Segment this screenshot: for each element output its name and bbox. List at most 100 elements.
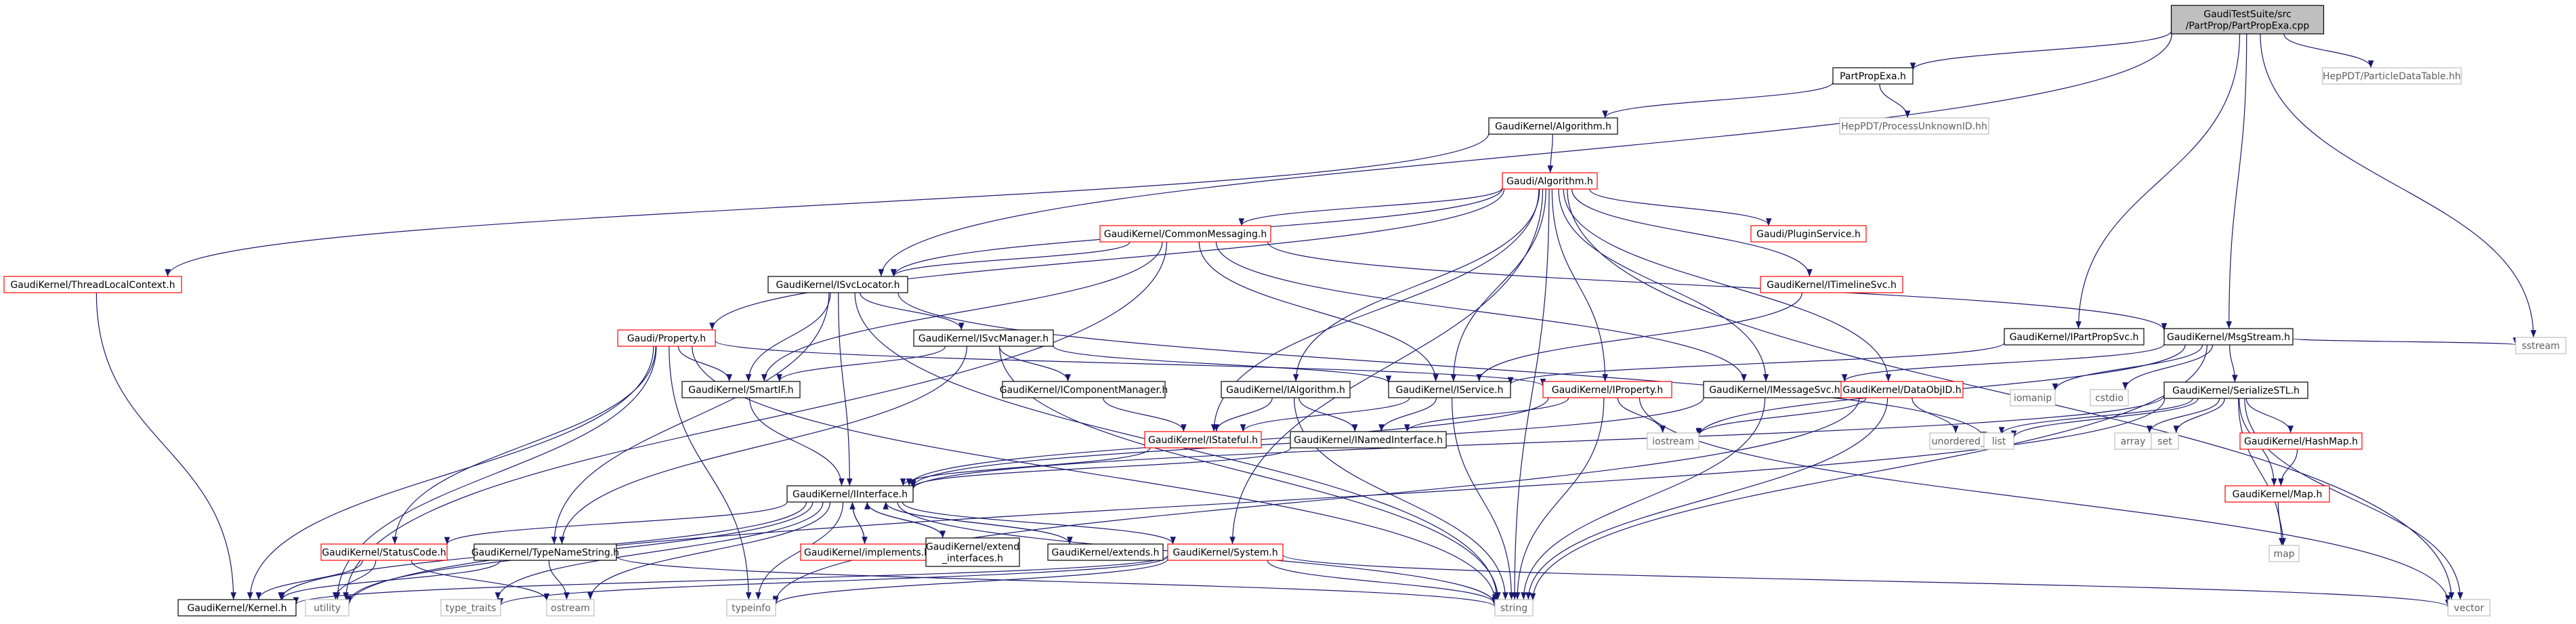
edge-isvclocator_h-to-isvcmanager_h — [860, 292, 965, 331]
node-ostream[interactable]: ostream — [546, 599, 595, 617]
node-statuscode_h[interactable]: GaudiKernel/StatusCode.h — [320, 543, 448, 561]
node-box-msgstream_h — [2163, 328, 2294, 346]
node-label-iostream: iostream — [1652, 436, 1694, 447]
node-box-type_traits — [440, 599, 501, 617]
node-array[interactable]: array — [2114, 432, 2152, 450]
node-label-string: string — [1500, 603, 1527, 614]
node-label-statuscode_h: GaudiKernel/StatusCode.h — [322, 547, 446, 558]
node-ialgorithm_h[interactable]: GaudiKernel/IAlgorithm.h — [1221, 381, 1351, 398]
node-iomanip[interactable]: iomanip — [2010, 389, 2056, 407]
edge-ipartpropsvc_h-to-iservice_h — [1507, 342, 2005, 385]
node-serializestl_h[interactable]: GaudiKernel/SerializeSTL.h — [2163, 381, 2308, 399]
node-isvclocator_h[interactable]: GaudiKernel/ISvcLocator.h — [767, 276, 908, 293]
node-map[interactable]: map — [2268, 545, 2300, 562]
node-utility[interactable]: utility — [305, 599, 350, 617]
node-iservice_h[interactable]: GaudiKernel/IService.h — [1388, 381, 1511, 398]
node-hashmap_h[interactable]: GaudiKernel/HashMap.h — [2239, 432, 2363, 450]
edge-interface_h-to-statuscode_h — [444, 501, 788, 545]
node-dataobjid_h[interactable]: GaudiKernel/DataObjID.h — [1840, 381, 1964, 398]
node-box-typeinfo — [726, 599, 776, 617]
node-label-gaudi_algorithm_h: Gaudi/Algorithm.h — [1506, 176, 1593, 187]
node-sstream[interactable]: sstream — [2515, 337, 2567, 354]
edge-map_h-to-map — [2277, 501, 2286, 546]
node-gaudi_algorithm_h[interactable]: Gaudi/Algorithm.h — [1502, 172, 1598, 190]
node-pluginservice_h[interactable]: Gaudi/PluginService.h — [1750, 225, 1867, 243]
node-vector[interactable]: vector — [2447, 599, 2491, 617]
node-label-istateful_h: GaudiKernel/IStateful.h — [1148, 435, 1258, 446]
edge-dataobjid_h-to-string — [1525, 397, 1888, 600]
node-imessagesvc_h[interactable]: GaudiKernel/IMessageSvc.h — [1703, 381, 1846, 398]
node-box-itimelinesvc_h — [1760, 276, 1903, 293]
node-gaudi_property_h[interactable]: Gaudi/Property.h — [617, 329, 716, 347]
edge-isvclocator_h-to-interface_h — [838, 292, 853, 486]
node-label-msgstream_h: GaudiKernel/MsgStream.h — [2167, 332, 2290, 343]
node-smartif_h[interactable]: GaudiKernel/SmartIF.h — [681, 381, 801, 398]
edge-gaudi_algorithm_h-to-string — [1511, 188, 1550, 600]
node-label-extend_interfaces_h-0: GaudiKernel/extend — [926, 542, 1019, 553]
edge-isvcmanager_h-to-icomponentmanager_h — [998, 346, 1071, 382]
node-processunknownid_h[interactable]: HepPDT/ProcessUnknownID.hh — [1839, 117, 1989, 135]
node-implements_h[interactable]: GaudiKernel/implements.h — [800, 543, 934, 561]
node-ipartpropsvc_h[interactable]: GaudiKernel/IPartPropSvc.h — [2004, 328, 2145, 346]
node-box-typenamestring_h — [473, 543, 617, 561]
edge-partpropexa_h-to-gk_algorithm_h — [1602, 81, 1834, 119]
node-inamedinterface_h[interactable]: GaudiKernel/INamedInterface.h — [1290, 431, 1447, 449]
node-typenamestring_h[interactable]: GaudiKernel/TypeNameString.h — [471, 543, 619, 561]
node-box-extend_interfaces_h — [925, 537, 1020, 567]
node-msgstream_h[interactable]: GaudiKernel/MsgStream.h — [2163, 328, 2294, 346]
edge-ialgorithm_h-to-istateful_h — [1213, 397, 1273, 432]
node-interface_h[interactable]: GaudiKernel/IInterface.h — [786, 485, 914, 503]
node-iproperty_h[interactable]: GaudiKernel/IProperty.h — [1542, 381, 1672, 398]
node-commonmessaging_h[interactable]: GaudiKernel/CommonMessaging.h — [1099, 225, 1271, 243]
node-istateful_h[interactable]: GaudiKernel/IStateful.h — [1144, 431, 1262, 449]
node-type_traits[interactable]: type_traits — [440, 599, 501, 617]
node-label-map: map — [2273, 549, 2294, 560]
edge-commonmessaging_h-to-isvclocator_h — [890, 241, 1131, 277]
node-threadlocalcontext_h[interactable]: GaudiKernel/ThreadLocalContext.h — [3, 276, 182, 293]
node-cstdio[interactable]: cstdio — [2090, 389, 2129, 407]
node-label-root-0: GaudiTestSuite/src — [2203, 9, 2292, 20]
node-label-type_traits: type_traits — [446, 603, 497, 614]
node-itimelinesvc_h[interactable]: GaudiKernel/ITimelineSvc.h — [1760, 276, 1903, 293]
node-box-cstdio — [2090, 389, 2129, 407]
node-label-inamedinterface_h: GaudiKernel/INamedInterface.h — [1294, 435, 1443, 446]
node-list[interactable]: list — [1983, 432, 2014, 450]
node-system_h[interactable]: GaudiKernel/System.h — [1167, 543, 1284, 561]
edge-typenamestring_h-to-string — [616, 556, 1498, 607]
node-gk_algorithm_h[interactable]: GaudiKernel/Algorithm.h — [1488, 117, 1618, 135]
node-particledatatable_h[interactable]: HepPDT/ParticleDataTable.hh — [2321, 67, 2462, 85]
node-label-partpropexa_h: PartPropExa.h — [1840, 71, 1906, 82]
edge-gaudi_algorithm_h-to-dataobjid_h — [1563, 188, 1892, 382]
node-label-particledatatable_h: HepPDT/ParticleDataTable.hh — [2323, 71, 2461, 82]
node-partpropexa_h[interactable]: PartPropExa.h — [1832, 67, 1914, 85]
edge-hashmap_h-to-map_h — [2278, 449, 2298, 486]
node-kernel_h[interactable]: GaudiKernel/Kernel.h — [177, 599, 297, 617]
edge-root-to-partpropexa_h — [1909, 30, 2172, 70]
node-box-system_h — [1167, 543, 1284, 561]
edge-gaudi_algorithm_h-to-gaudi_property_h — [709, 188, 1505, 331]
node-isvcmanager_h[interactable]: GaudiKernel/ISvcManager.h — [913, 329, 1054, 347]
edge-serializestl_h-to-utility — [345, 398, 2166, 606]
node-icomponentmanager_h[interactable]: GaudiKernel/IComponentManager.h — [1000, 381, 1168, 398]
edge-system_h-to-typeinfo — [772, 558, 1168, 606]
edge-root-to-isvclocator_h — [878, 33, 2172, 277]
node-extends_h[interactable]: GaudiKernel/extends.h — [1047, 543, 1164, 561]
node-string[interactable]: string — [1494, 599, 1534, 617]
edge-gaudi_algorithm_h-to-ialgorithm_h — [1292, 188, 1540, 382]
node-typeinfo[interactable]: typeinfo — [726, 599, 776, 617]
node-map_h[interactable]: GaudiKernel/Map.h — [2224, 485, 2330, 503]
node-box-ostream — [546, 599, 595, 617]
edge-gaudi_algorithm_h-to-itimelinesvc_h — [1571, 188, 1813, 277]
node-iostream[interactable]: iostream — [1647, 432, 1699, 450]
edge-isvclocator_h-to-typenamestring_h — [551, 292, 830, 545]
node-box-kernel_h — [177, 599, 297, 617]
edge-iservice_h-to-string — [1451, 397, 1515, 600]
node-set[interactable]: set — [2151, 432, 2179, 450]
edge-commonmessaging_h-to-iservice_h — [1198, 241, 1439, 382]
edge-commonmessaging_h-to-imessagesvc_h — [1215, 241, 1747, 382]
node-root[interactable]: GaudiTestSuite/src/PartProp/PartPropExa.… — [2170, 5, 2325, 35]
node-extend_interfaces_h[interactable]: GaudiKernel/extend_interfaces.h — [925, 537, 1020, 567]
edge-implements_h-to-interface_h — [849, 501, 866, 545]
edge-iservice_h-to-istateful_h — [1240, 397, 1410, 432]
